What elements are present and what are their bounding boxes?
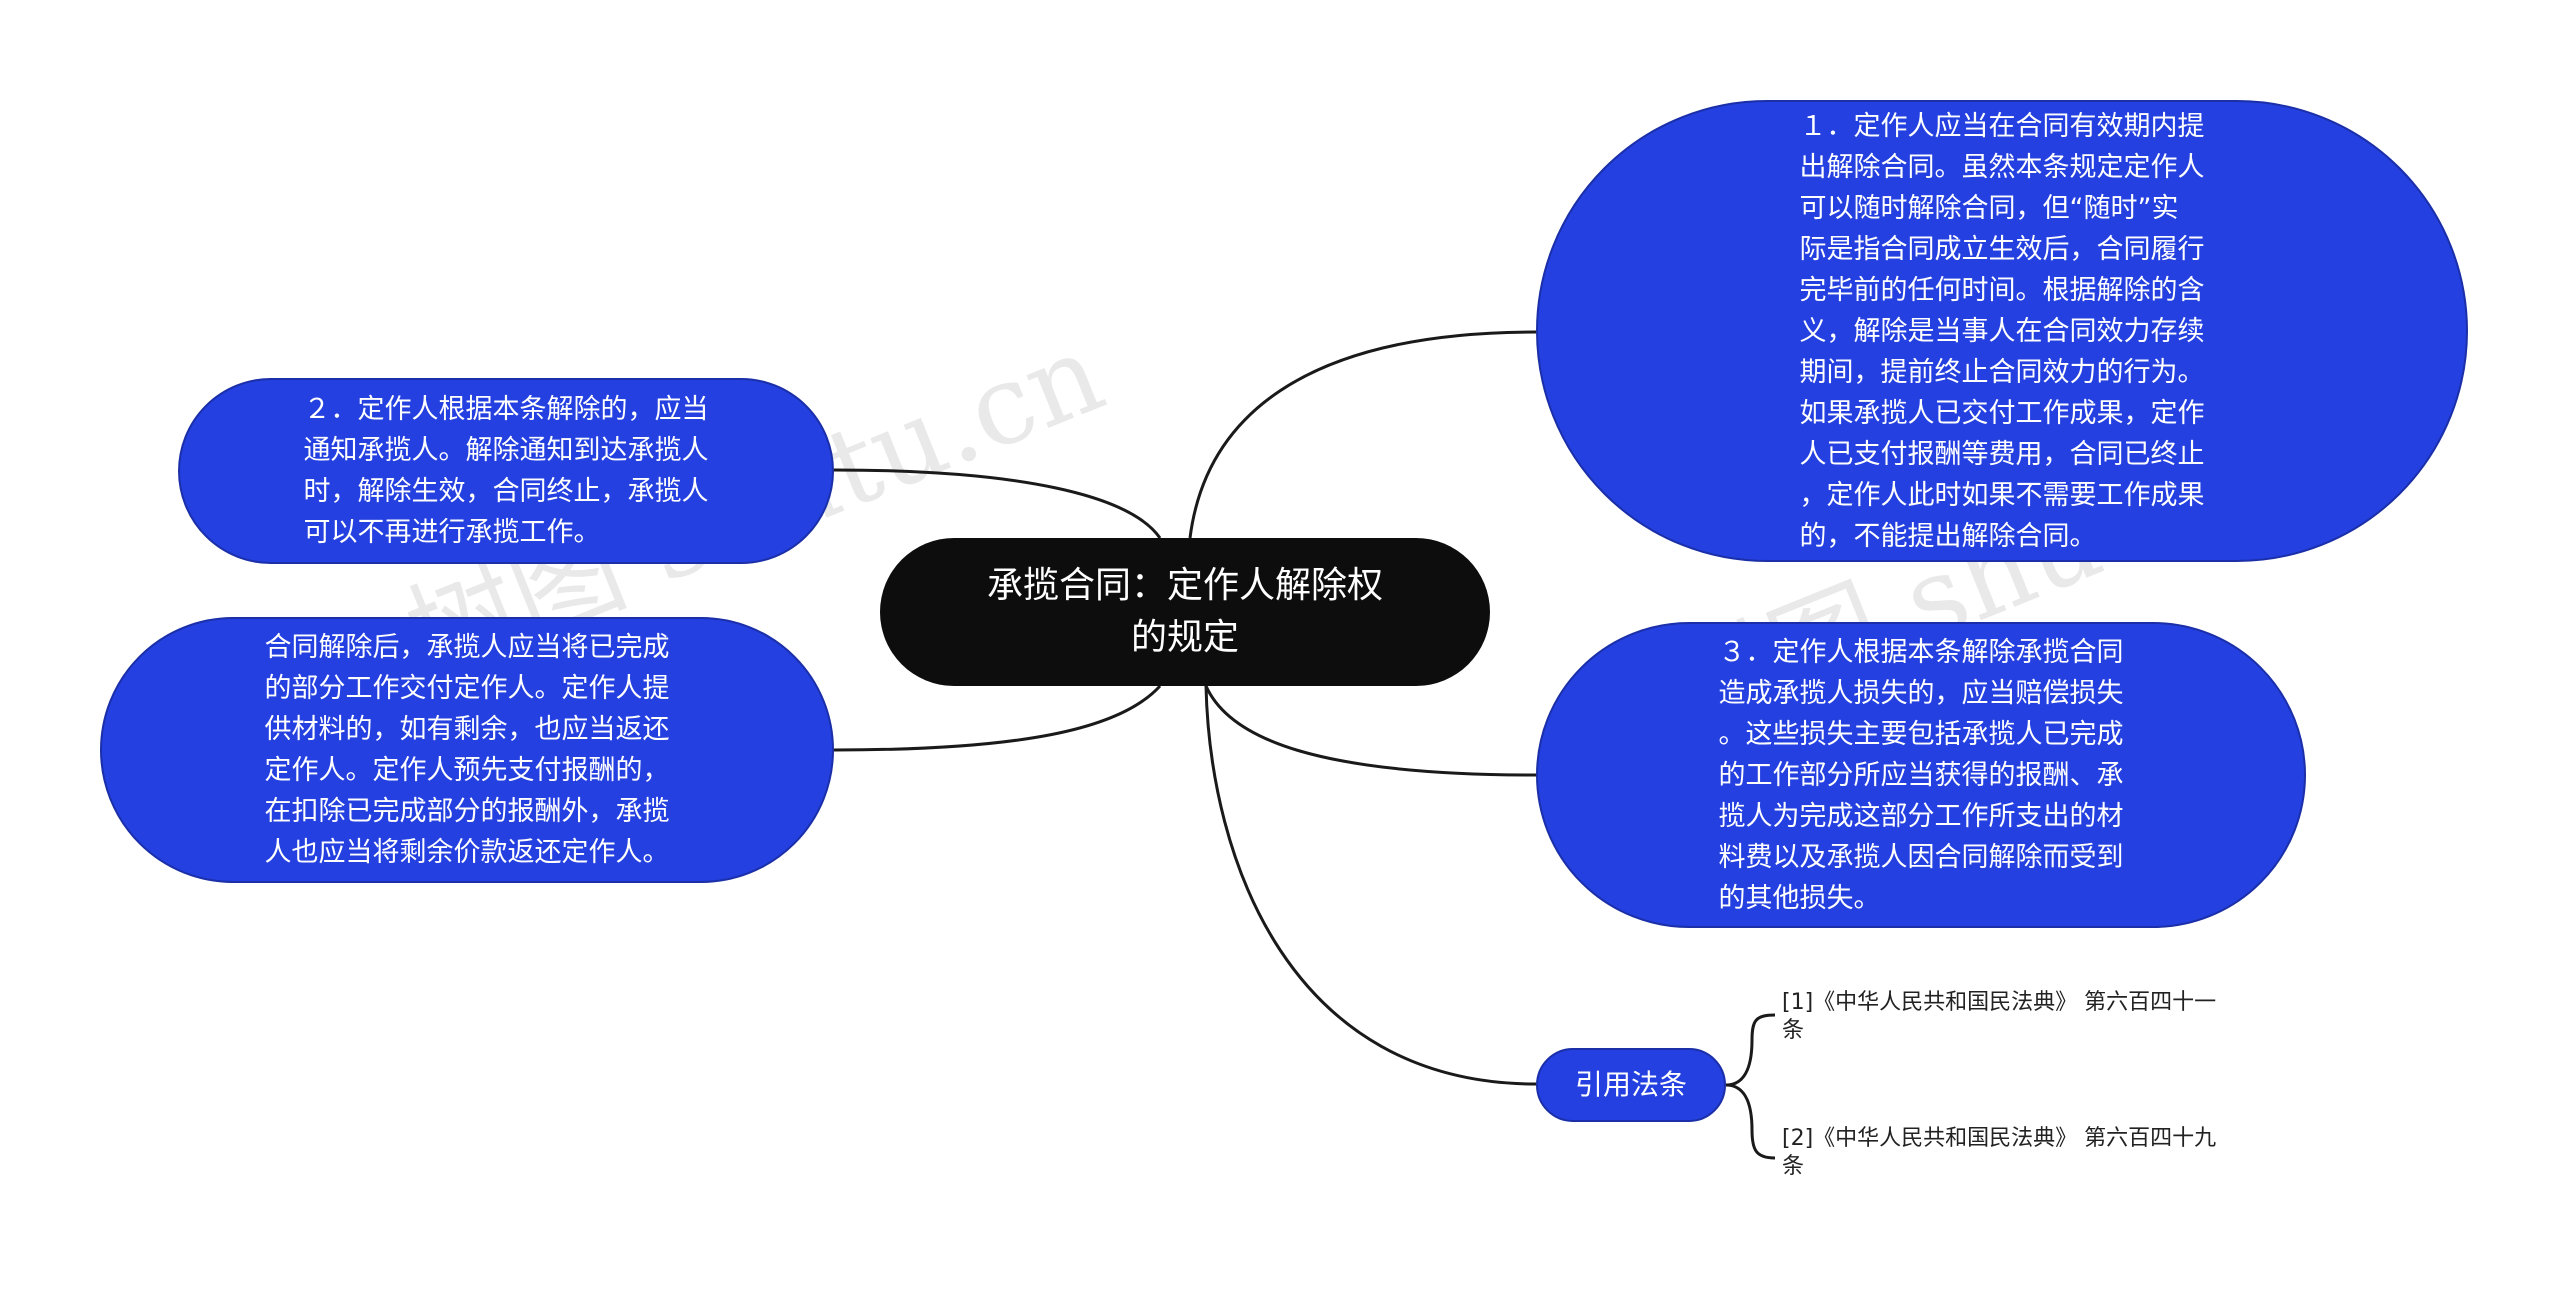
connector-center-node-1 bbox=[1188, 330, 1537, 539]
citation-item-1[interactable]: [1]《中华人民共和国民法典》 第六百四十一 条 bbox=[1782, 990, 2217, 1043]
connector-center-node-2 bbox=[833, 468, 1162, 539]
topic-node-contract-termination[interactable]: 合同解除后，承揽人应当将已完成 的部分工作交付定作人。定作人提 供材料的，如有剩… bbox=[100, 617, 834, 883]
topic-node-3-text: ３．定作人根据本条解除承揽合同 造成承揽人损失的，应当赔偿损失 。这些损失主要包… bbox=[1718, 636, 2124, 914]
central-topic-text: 承揽合同：定作人解除权 的规定 bbox=[986, 565, 1383, 658]
bracket-citations-lower bbox=[1725, 1083, 1776, 1160]
citation-item-2[interactable]: [2]《中华人民共和国民法典》 第六百四十九 条 bbox=[1782, 1126, 2217, 1179]
topic-node-2[interactable]: ２．定作人根据本条解除的，应当 通知承揽人。解除通知到达承揽人 时，解除生效，合… bbox=[178, 378, 834, 564]
topic-node-1[interactable]: １．定作人应当在合同有效期内提 出解除合同。虽然本条规定定作人 可以随时解除合同… bbox=[1536, 100, 2468, 562]
bracket-citations bbox=[1725, 1013, 1776, 1087]
citations-label: 引用法条 bbox=[1574, 1068, 1687, 1101]
connector-center-node-left bbox=[833, 684, 1162, 752]
central-topic-node[interactable]: 承揽合同：定作人解除权 的规定 bbox=[880, 538, 1490, 686]
topic-node-1-text: １．定作人应当在合同有效期内提 出解除合同。虽然本条规定定作人 可以随时解除合同… bbox=[1799, 110, 2205, 552]
connector-center-citations bbox=[1204, 685, 1537, 1086]
citations-node[interactable]: 引用法条 bbox=[1536, 1048, 1726, 1122]
topic-node-2-text: ２．定作人根据本条解除的，应当 通知承揽人。解除通知到达承揽人 时，解除生效，合… bbox=[303, 394, 709, 548]
topic-node-3[interactable]: ３．定作人根据本条解除承揽合同 造成承揽人损失的，应当赔偿损失 。这些损失主要包… bbox=[1536, 622, 2306, 928]
connector-center-node-3 bbox=[1204, 685, 1537, 777]
topic-node-contract-termination-text: 合同解除后，承揽人应当将已完成 的部分工作交付定作人。定作人提 供材料的，如有剩… bbox=[264, 632, 670, 868]
